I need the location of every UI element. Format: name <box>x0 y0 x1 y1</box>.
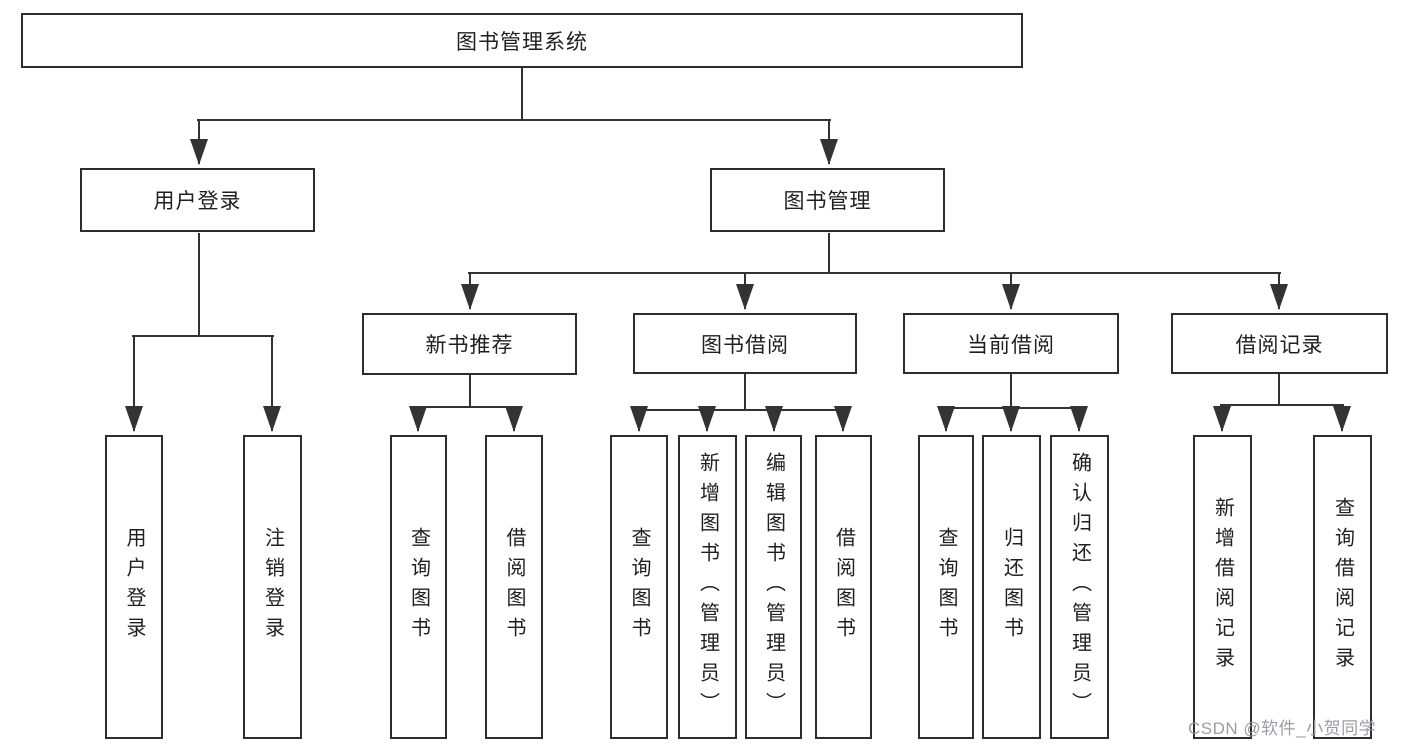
node-borrow-records: 借阅记录 <box>1171 313 1388 374</box>
leaf-edit-books-admin: 编辑图书（管理员） <box>745 435 802 739</box>
leaf-borrow-books: 借阅图书 <box>815 435 872 739</box>
node-book-borrow: 图书借阅 <box>633 313 857 374</box>
node-user-login: 用户登录 <box>80 168 315 232</box>
leaf-return-books: 归还图书 <box>982 435 1041 739</box>
node-current-borrow: 当前借阅 <box>903 313 1119 374</box>
leaf-confirm-return-admin: 确认归还（管理员） <box>1050 435 1109 739</box>
leaf-user-login: 用户登录 <box>105 435 163 739</box>
leaf-add-borrow-record: 新增借阅记录 <box>1193 435 1252 739</box>
leaf-query-books-recommend: 查询图书 <box>390 435 447 739</box>
leaf-query-borrow-record: 查询借阅记录 <box>1313 435 1372 739</box>
leaf-borrow-books-recommend: 借阅图书 <box>485 435 543 739</box>
node-book-management: 图书管理 <box>710 168 945 232</box>
leaf-logout: 注销登录 <box>243 435 302 739</box>
node-new-book-recommend: 新书推荐 <box>362 313 577 375</box>
leaf-query-books-current: 查询图书 <box>918 435 974 739</box>
node-root: 图书管理系统 <box>21 13 1023 68</box>
leaf-query-books-borrow: 查询图书 <box>610 435 668 739</box>
watermark: CSDN @软件_小贺同学 <box>1188 719 1377 738</box>
leaf-add-books-admin: 新增图书（管理员） <box>678 435 737 739</box>
